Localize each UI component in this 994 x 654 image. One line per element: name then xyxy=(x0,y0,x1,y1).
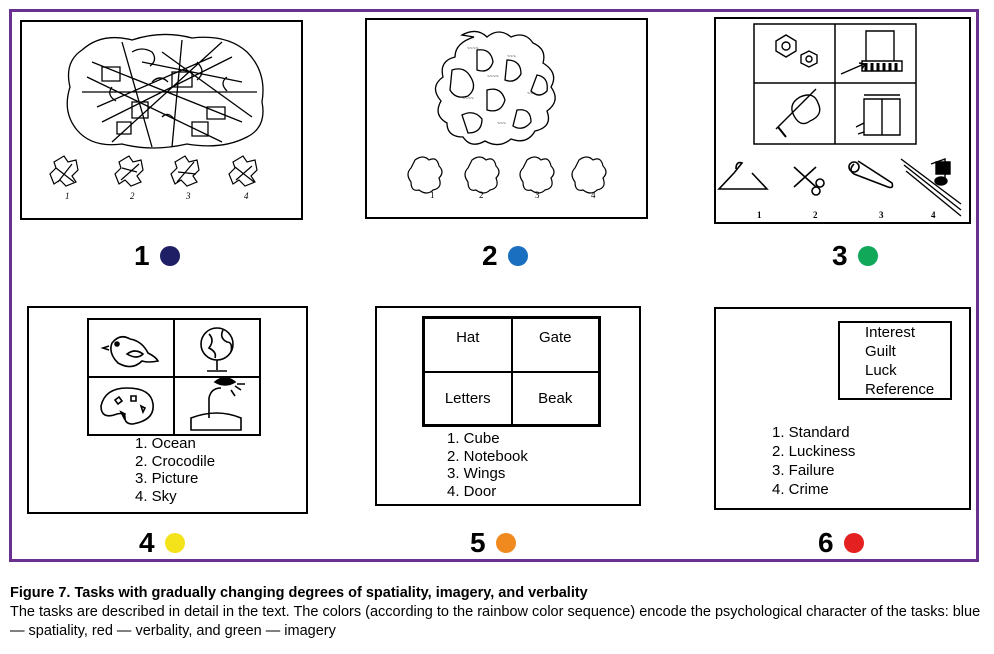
figure-caption: Figure 7. Tasks with gradually changing … xyxy=(10,584,986,641)
task-3-panel: 1 2 3 4 xyxy=(714,17,971,224)
option-4: 4. Door xyxy=(447,482,497,500)
cabinet-icon xyxy=(855,94,901,136)
task-6-options: 1. Standard 2. Luckiness 3. Failure 4. C… xyxy=(772,423,855,499)
color-dot xyxy=(159,246,180,266)
task-number: 1 xyxy=(134,240,150,271)
choice-1-label: 1 xyxy=(757,210,762,220)
scissors-icon xyxy=(793,166,825,196)
color-dot xyxy=(843,533,864,553)
picture-grid-image xyxy=(87,318,261,436)
piano-icon xyxy=(840,30,903,75)
svg-text:~~~: ~~~ xyxy=(507,54,516,60)
option-1: 1. Standard xyxy=(772,424,850,441)
task-number: 4 xyxy=(139,527,155,558)
task-5-options: 1. Cube 2. Notebook 3. Wings 4. Door xyxy=(447,430,528,500)
task-4-panel: 1. Ocean 2. Crocodile 3. Picture 4. Sky xyxy=(27,306,308,514)
word-grid: Hat Gate Letters Beak xyxy=(422,316,601,427)
option-3: 3. Failure xyxy=(772,462,835,479)
picture-analogy-image: 1 2 3 4 xyxy=(717,23,962,220)
svg-text:~~~~: ~~~~ xyxy=(467,46,479,52)
caption-title: Figure 7. Tasks with gradually changing … xyxy=(10,585,588,601)
task-5-label: 5 xyxy=(470,527,516,559)
task-number: 6 xyxy=(818,527,834,558)
svg-text:~~~~: ~~~~ xyxy=(462,96,474,102)
word-1: Interest xyxy=(865,324,916,341)
tangled-puzzle-image: 1 2 3 4 xyxy=(49,33,264,201)
palette-icon xyxy=(100,387,154,425)
task-2-panel: ~~~~~~~~~~~ ~~~~~~~~~~ 1 2 3 4 xyxy=(365,18,648,219)
lamp-icon xyxy=(190,377,245,431)
color-dot xyxy=(507,246,528,266)
violin-icon xyxy=(775,88,821,138)
word-2: Guilt xyxy=(865,343,896,360)
task-4-label: 4 xyxy=(139,527,185,559)
option-1: 1. Ocean xyxy=(135,435,196,452)
task-5-panel: Hat Gate Letters Beak 1. Cube 2. Noteboo… xyxy=(375,306,641,506)
grid-word-4: Beak xyxy=(511,371,599,425)
svg-text:~~~: ~~~ xyxy=(527,91,536,97)
choice-2-label: 2 xyxy=(479,190,484,200)
color-dot xyxy=(857,246,878,266)
task-4-options: 1. Ocean 2. Crocodile 3. Picture 4. Sky xyxy=(135,435,215,505)
task-number: 5 xyxy=(470,527,486,558)
option-2: 2. Crocodile xyxy=(135,452,216,470)
option-4: 4. Crime xyxy=(772,481,829,498)
svg-text:~~~~: ~~~~ xyxy=(487,74,499,80)
grid-word-1: Hat xyxy=(424,318,512,372)
choice-4-label: 4 xyxy=(591,190,596,200)
option-1: 1. Cube xyxy=(447,430,500,447)
task-6-panel: Interest Guilt Luck Reference 1. Standar… xyxy=(714,307,971,510)
globe-icon xyxy=(200,327,234,372)
figure-frame xyxy=(9,9,979,562)
hanger-icon xyxy=(717,161,769,190)
choice-2-label: 2 xyxy=(813,210,818,220)
option-2: 2. Luckiness xyxy=(772,443,856,460)
option-4: 4. Sky xyxy=(135,487,177,505)
task-2-label: 2 xyxy=(482,240,528,272)
grid-word-2: Gate xyxy=(511,318,599,372)
choice-2-label: 2 xyxy=(130,191,135,201)
svg-text:~~~: ~~~ xyxy=(497,121,506,127)
task-6-label: 6 xyxy=(818,527,864,559)
bird-icon xyxy=(100,335,160,368)
choice-3-label: 3 xyxy=(879,210,884,220)
word-4: Reference xyxy=(865,381,935,398)
option-3: 3. Picture xyxy=(135,470,199,487)
task-1-panel: 1 2 3 4 xyxy=(20,20,303,220)
choice-3-label: 3 xyxy=(185,191,191,201)
safety-pin-icon xyxy=(848,160,894,189)
task-1-label: 1 xyxy=(134,240,180,272)
choice-1-label: 1 xyxy=(430,190,435,200)
option-3: 3. Wings xyxy=(447,465,506,482)
choice-3-label: 3 xyxy=(535,190,540,200)
music-notes-icon xyxy=(900,158,962,217)
color-dot xyxy=(164,533,185,553)
task-number: 2 xyxy=(482,240,498,271)
labeled-puzzle-image: ~~~~~~~~~~~ ~~~~~~~~~~ 1 2 3 4 xyxy=(407,30,607,200)
choice-4-label: 4 xyxy=(931,210,936,220)
word-3: Luck xyxy=(865,362,897,379)
option-2: 2. Notebook xyxy=(447,447,528,465)
grid-word-3: Letters xyxy=(424,371,512,425)
nut-bolt-icon xyxy=(775,34,818,68)
color-dot xyxy=(495,533,516,553)
task-number: 3 xyxy=(832,240,848,271)
choice-1-label: 1 xyxy=(65,191,70,201)
word-list-box: Interest Guilt Luck Reference xyxy=(838,321,952,400)
choice-4-label: 4 xyxy=(244,191,249,201)
caption-text: The tasks are described in detail in the… xyxy=(10,604,981,639)
task-3-label: 3 xyxy=(832,240,878,272)
